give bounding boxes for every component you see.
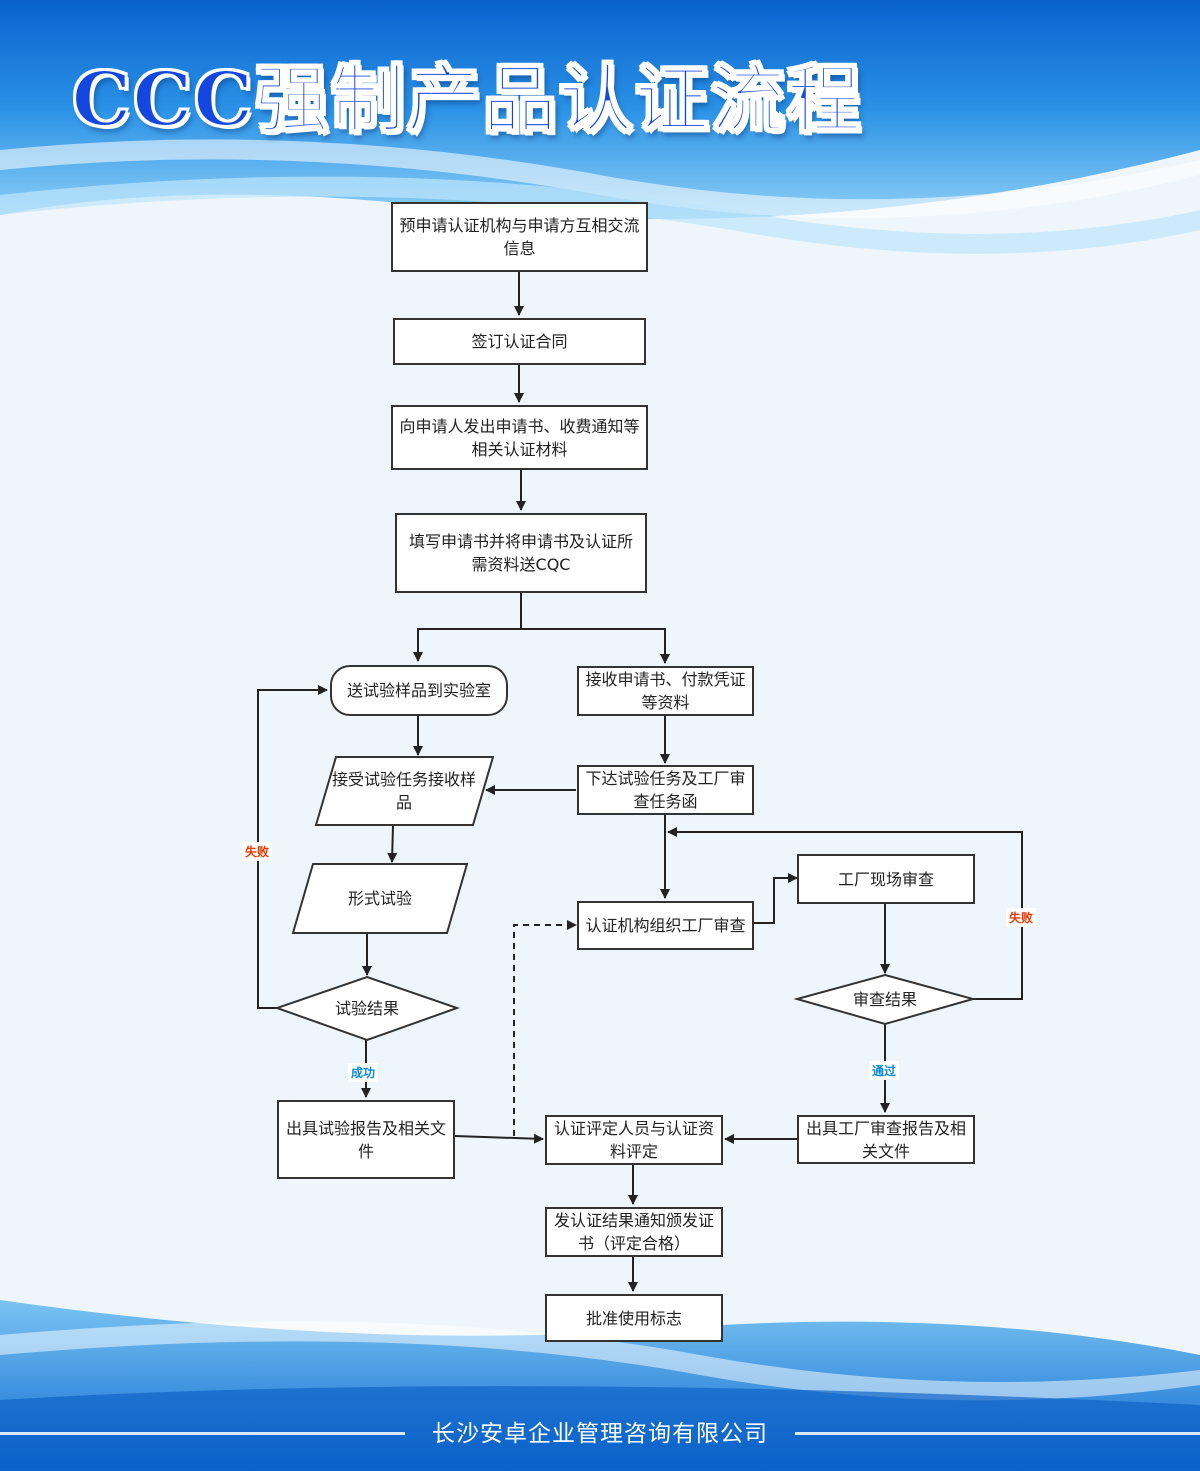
step-org-factory-audit: 认证机构组织工厂审查 (577, 901, 754, 950)
success-tag: 成功 (348, 1063, 379, 1082)
step-issue-task: 下达试验任务及工厂审查任务函 (577, 765, 754, 815)
step-evaluation: 认证评定人员与认证资料评定 (545, 1115, 723, 1165)
step-sign-contract: 签订认证合同 (393, 318, 646, 365)
step-notify-result: 发认证结果通知颁发证书（评定合格） (545, 1207, 723, 1257)
fail-tag-right: 失败 (1006, 908, 1037, 927)
step-exchange-info: 预申请认证机构与申请方互相交流信息 (391, 202, 648, 272)
step-onsite-audit: 工厂现场审查 (797, 854, 975, 904)
step-audit-report: 出具工厂审查报告及相关文件 (797, 1115, 975, 1164)
step-receive-forms: 接收申请书、付款凭证等资料 (577, 666, 754, 716)
step-accept-task: 接受试验任务接收样品 (331, 770, 476, 812)
page-title: CCC强制产品认证流程 (71, 56, 863, 144)
decision-test-result: 试验结果 (334, 998, 399, 1018)
step-issue-forms: 向申请人发出申请书、收费通知等相关认证材料 (391, 405, 648, 470)
pass-tag: 通过 (869, 1061, 900, 1080)
decision-audit-result: 审查结果 (852, 989, 917, 1009)
step-submit-forms: 填写申请书并将申请书及认证所需资料送CQC (395, 513, 647, 593)
step-type-test: 形式试验 (347, 889, 412, 908)
company-footer: 长沙安卓企业管理咨询有限公司 (432, 1421, 768, 1447)
step-test-report: 出具试验报告及相关文件 (277, 1100, 455, 1179)
step-send-samples: 送试验样品到实验室 (330, 665, 508, 716)
fail-tag-left: 失败 (242, 842, 273, 861)
step-approve-mark: 批准使用标志 (545, 1294, 723, 1342)
